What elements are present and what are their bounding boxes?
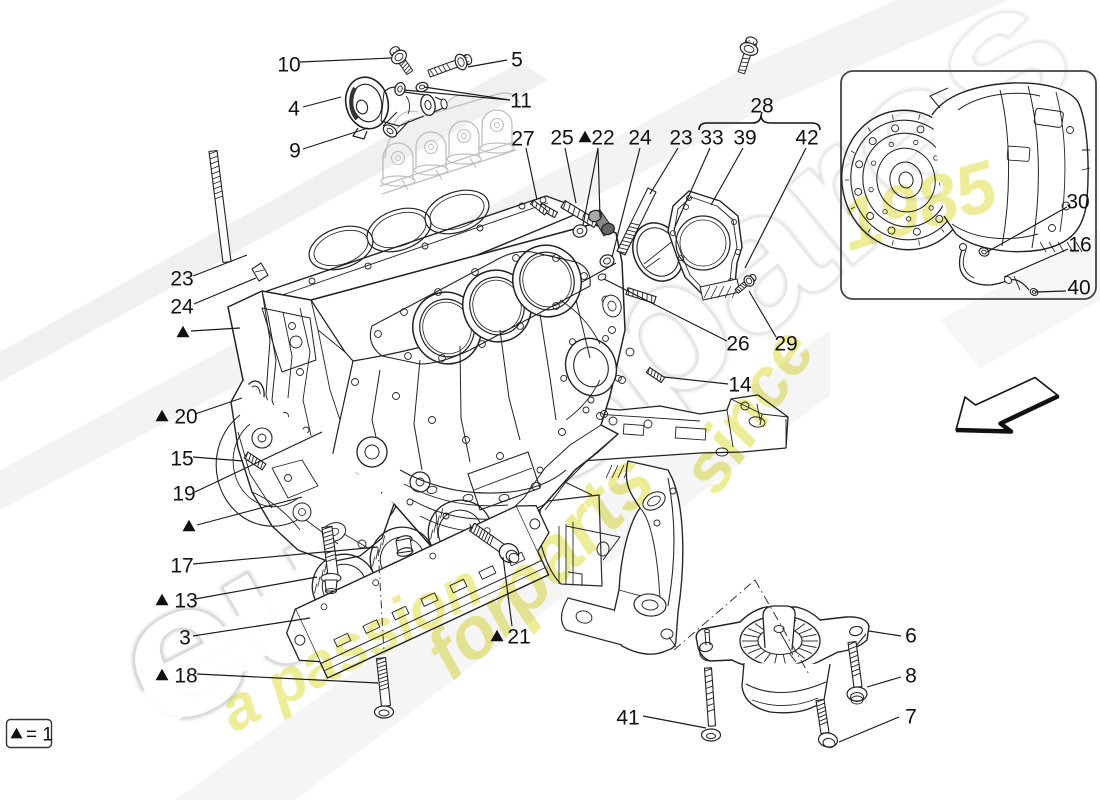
svg-text:3: 3 [179,626,191,649]
svg-text:30: 30 [1066,190,1089,213]
svg-text:40: 40 [1067,276,1090,299]
svg-text:26: 26 [726,332,749,355]
svg-text:27: 27 [511,127,534,150]
svg-text:24: 24 [170,295,194,318]
svg-text:17: 17 [170,554,193,577]
svg-text:19: 19 [172,482,195,505]
svg-text:28: 28 [750,94,773,117]
svg-text:4: 4 [288,97,300,120]
svg-text:42: 42 [795,126,818,149]
svg-text:29: 29 [774,332,797,355]
svg-text:= 1: = 1 [26,725,53,746]
svg-text:8: 8 [905,664,917,687]
svg-text:13: 13 [174,589,197,612]
svg-text:14: 14 [728,373,752,396]
svg-text:16: 16 [1068,233,1091,256]
svg-text:23: 23 [170,267,193,290]
svg-text:9: 9 [289,139,301,162]
svg-text:18: 18 [174,664,197,687]
svg-text:7: 7 [905,705,917,728]
svg-text:20: 20 [174,405,197,428]
svg-text:25: 25 [550,126,573,149]
svg-text:6: 6 [905,624,917,647]
svg-text:39: 39 [733,126,756,149]
svg-text:22: 22 [591,126,614,149]
svg-text:23: 23 [669,126,692,149]
svg-text:24: 24 [628,126,652,149]
svg-text:10: 10 [277,53,300,76]
svg-text:33: 33 [700,126,723,149]
svg-text:15: 15 [170,447,193,470]
svg-text:21: 21 [507,625,530,648]
svg-text:41: 41 [616,706,639,729]
svg-text:11: 11 [510,89,532,112]
svg-text:5: 5 [511,48,523,71]
